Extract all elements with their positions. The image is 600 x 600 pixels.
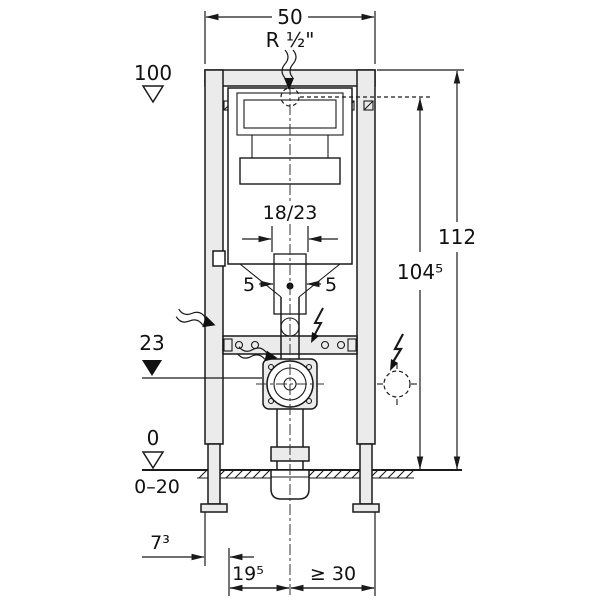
dim-overall-height-label: 112	[438, 225, 476, 249]
water-supply-wavy-icon	[281, 49, 297, 90]
dimension-overall-height: 112	[377, 69, 476, 470]
dim-supply-height-label: 104⁵	[397, 260, 443, 284]
sound-insulation-wavy-icon-center	[237, 346, 278, 362]
left-foot	[207, 443, 221, 505]
dimension-top-width: 50	[204, 5, 376, 64]
level-100-label: 100	[134, 61, 172, 85]
level-marker-23: 23	[139, 331, 262, 379]
level-marker-filled-icon	[142, 360, 162, 376]
dimension-depth-range: 18/23	[242, 202, 338, 252]
supply-thread-label: R ½"	[266, 28, 315, 52]
dim-top-width-label: 50	[277, 5, 302, 29]
dimension-outlet-offset: 19⁵	[229, 512, 376, 596]
dim-offset-left-label: 5	[243, 274, 255, 296]
centerlines	[256, 84, 324, 596]
left-foot-plate	[200, 503, 228, 513]
dim-offset-right-label: 5	[325, 274, 337, 296]
dim-side-clearance-label: ≥ 30	[310, 563, 356, 585]
dimension-offset-left: 5	[243, 274, 274, 296]
dim-depth-range-label: 18/23	[263, 202, 318, 224]
level-marker-open-icon	[141, 85, 165, 104]
electrical-flash-icon-large	[390, 333, 404, 371]
right-foot	[359, 443, 373, 505]
electrical-box-dashed-circle	[377, 363, 417, 405]
dim-foot-offset-label: 7³	[150, 532, 170, 554]
floor-buildup-label: 0–20	[134, 476, 180, 498]
sound-insulation-wavy-icon-left	[175, 308, 216, 328]
floor-level-label: 0	[147, 426, 160, 450]
level-marker-floor: 0 0–20	[134, 426, 180, 498]
right-foot-plate	[352, 503, 380, 513]
dimension-foot-offset: 7³	[142, 512, 254, 596]
side-connection-box	[212, 250, 226, 267]
right-rail	[356, 69, 376, 445]
dimension-side-clearance: ≥ 30	[290, 563, 375, 592]
dimension-supply-height: 104⁵	[300, 96, 443, 470]
level-marker-open-icon-floor	[141, 451, 165, 470]
outlet-height-label: 23	[139, 331, 164, 355]
electrical-flash-icon-small	[311, 307, 324, 343]
dim-outlet-offset-label: 19⁵	[232, 563, 264, 585]
water-supply-dashed-circle	[280, 87, 300, 107]
dimension-offset-right: 5	[306, 274, 337, 296]
level-marker-100: 100	[134, 61, 172, 104]
